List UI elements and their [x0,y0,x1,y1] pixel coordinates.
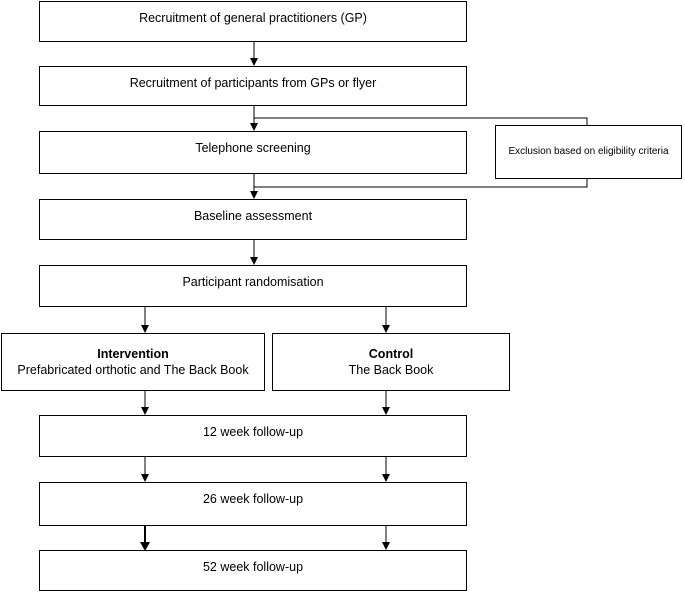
arrowhead-intervention-to-12wk [141,407,149,415]
followup-12-box: 12 week follow-up [39,415,467,457]
followup-12-label: 12 week follow-up [202,425,304,439]
exclusion-label: Exclusion based on eligibility criteria [508,146,669,157]
followup-52-box: 52 week follow-up [39,550,467,591]
randomisation-label: Participant randomisation [182,275,324,289]
control-description: The Back Book [348,363,434,377]
followup-52-label: 52 week follow-up [202,560,304,574]
randomisation-box: Participant randomisation [39,265,467,307]
intervention-box: Intervention Prefabricated orthotic and … [1,333,265,391]
arrowhead-telephone-to-baseline [250,191,258,199]
baseline-box: Baseline assessment [39,199,467,240]
recruit-participants-box: Recruitment of participants from GPs or … [39,66,467,106]
arrowhead-participants-to-telephone [250,123,258,131]
arrowhead-26wk-to-52wk-left [140,542,150,551]
telephone-screening-box: Telephone screening [39,131,467,174]
arrowhead-gp-to-participants [250,58,258,66]
arrowhead-control-to-12wk [382,407,390,415]
telephone-screening-label: Telephone screening [195,141,311,155]
arrowhead-randomisation-to-intervention [141,325,149,333]
recruit-gp-box: Recruitment of general practitioners (GP… [39,1,467,42]
control-title: Control [368,347,414,361]
exclusion-box: Exclusion based on eligibility criteria [495,125,682,179]
control-box: Control The Back Book [272,333,510,391]
recruit-participants-label: Recruitment of participants from GPs or … [129,76,377,90]
followup-26-box: 26 week follow-up [39,482,467,526]
intervention-title: Intervention [97,347,169,361]
arrowhead-baseline-to-randomisation [250,257,258,265]
arrowhead-26wk-to-52wk-right [382,542,390,550]
intervention-description: Prefabricated orthotic and The Back Book [17,363,249,377]
connector-to-exclusion-upper [254,117,588,125]
baseline-label: Baseline assessment [193,209,313,223]
arrowhead-12wk-to-26wk-right [382,474,390,482]
recruit-gp-label: Recruitment of general practitioners (GP… [139,11,367,25]
followup-26-label: 26 week follow-up [202,492,304,506]
arrowhead-randomisation-to-control [382,325,390,333]
arrowhead-12wk-to-26wk-left [141,474,149,482]
connector-to-exclusion-lower [254,178,588,188]
